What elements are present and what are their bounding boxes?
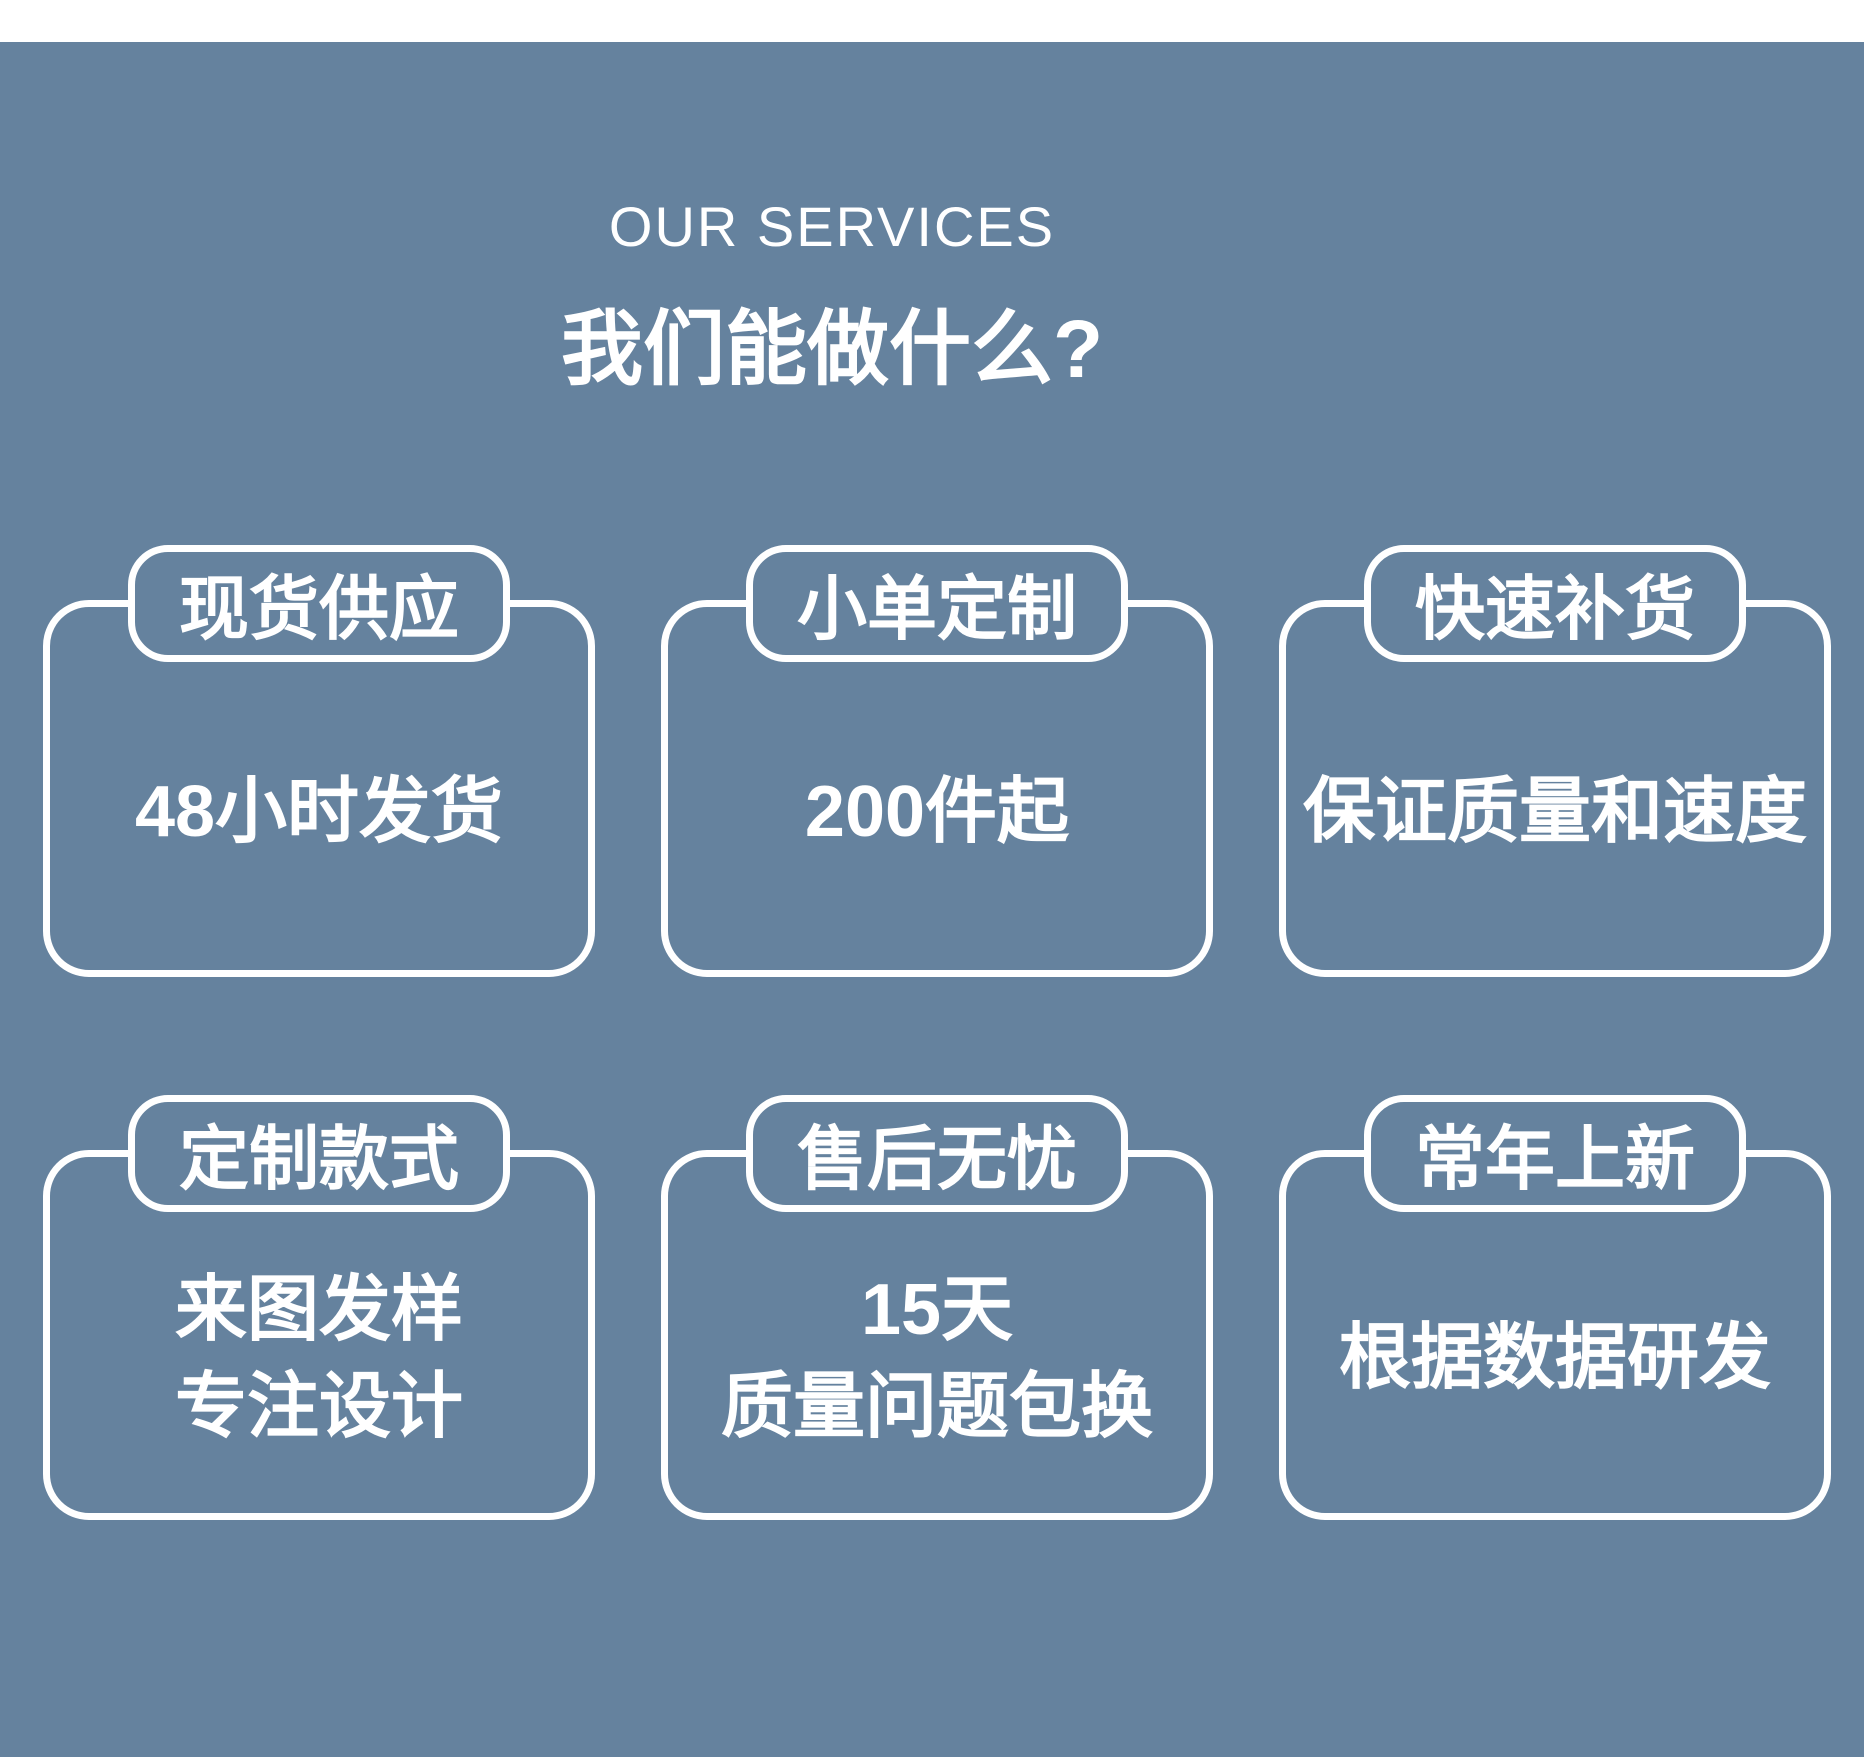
card-body-line: 200件起 bbox=[804, 771, 1070, 852]
service-card-small-order: 小单定制 200件起 bbox=[661, 545, 1213, 977]
card-body-line: 专注设计 bbox=[174, 1367, 463, 1447]
card-body-line: 质量问题包换 bbox=[720, 1367, 1153, 1447]
card-body: 来图发样 专注设计 bbox=[50, 1157, 588, 1513]
top-white-band bbox=[0, 0, 1864, 42]
card-badge: 常年上新 bbox=[1364, 1095, 1746, 1212]
card-body: 200件起 bbox=[668, 607, 1206, 970]
card-body-line: 保证质量和速度 bbox=[1302, 771, 1807, 852]
card-badge: 小单定制 bbox=[746, 545, 1128, 662]
card-badge: 快速补货 bbox=[1364, 545, 1746, 662]
section-subtitle: OUR SERVICES bbox=[608, 195, 1056, 258]
card-body: 48小时发货 bbox=[50, 607, 588, 970]
section-title: 我们能做什么? bbox=[560, 304, 1104, 395]
service-card-fast-restock: 快速补货 保证质量和速度 bbox=[1279, 545, 1831, 977]
service-card-new-arrivals: 常年上新 根据数据研发 bbox=[1279, 1095, 1831, 1520]
service-card-custom-style: 定制款式 来图发样 专注设计 bbox=[43, 1095, 595, 1520]
card-body-line: 根据数据研发 bbox=[1338, 1318, 1771, 1399]
card-badge: 售后无忧 bbox=[746, 1095, 1128, 1212]
card-body: 15天 质量问题包换 bbox=[668, 1157, 1206, 1513]
card-badge: 现货供应 bbox=[128, 545, 510, 662]
card-badge: 定制款式 bbox=[128, 1095, 510, 1212]
service-card-stock-supply: 现货供应 48小时发货 bbox=[43, 545, 595, 977]
card-body-line: 15天 bbox=[860, 1269, 1014, 1350]
card-body: 根据数据研发 bbox=[1286, 1157, 1824, 1513]
card-body-line: 48小时发货 bbox=[134, 771, 504, 852]
card-body: 保证质量和速度 bbox=[1286, 607, 1824, 970]
service-card-after-sales: 售后无忧 15天 质量问题包换 bbox=[661, 1095, 1213, 1520]
card-body-line: 来图发样 bbox=[174, 1269, 463, 1350]
